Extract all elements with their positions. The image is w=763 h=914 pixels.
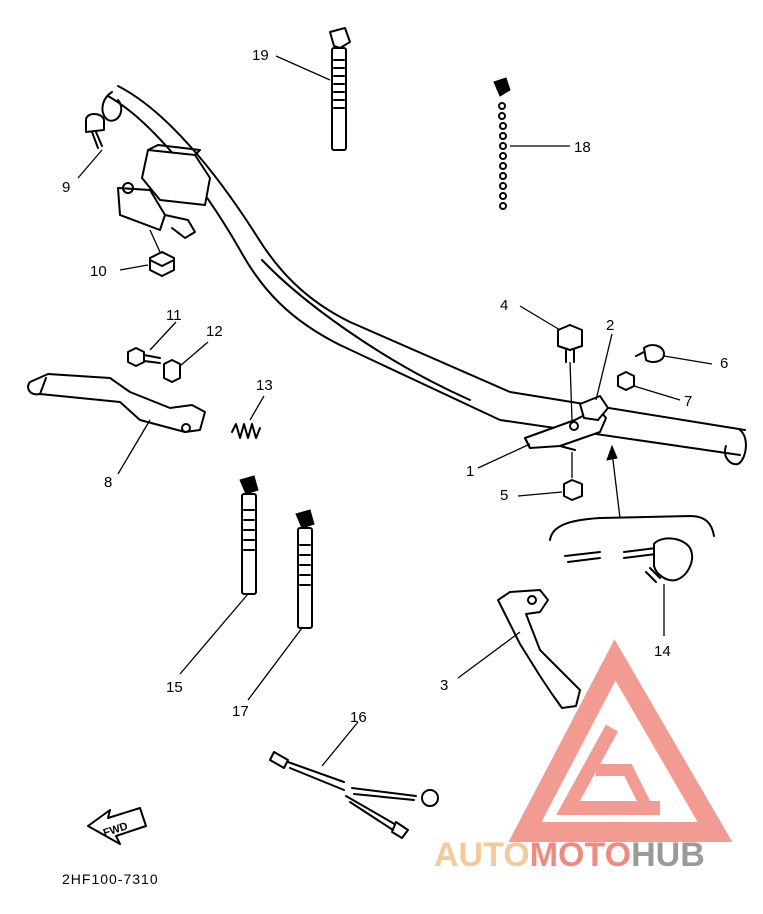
callout-3: 3 — [440, 677, 448, 694]
watermark-brand-moto: MOTO — [530, 836, 631, 874]
callout-2: 2 — [606, 317, 614, 334]
watermark-triangle-inner — [556, 724, 660, 815]
callout-19: 19 — [252, 47, 269, 64]
watermark-brand-hub: HUB — [631, 836, 705, 874]
part-6-bolt — [635, 344, 713, 365]
callout-12: 12 — [206, 323, 223, 340]
handlebar — [101, 85, 747, 466]
callout-7: 7 — [684, 393, 692, 410]
part-7-nut — [617, 371, 681, 401]
part-14-clutch-switch — [564, 537, 694, 636]
document-code: 2HF100-7310 — [62, 871, 159, 887]
part-18-chain-band — [493, 77, 570, 210]
callout-13: 13 — [256, 377, 273, 394]
callout-16: 16 — [350, 709, 367, 726]
callout-10: 10 — [90, 263, 107, 280]
lever-holder-assembly — [524, 395, 609, 451]
callout-9: 9 — [62, 179, 70, 196]
callout-1: 1 — [466, 463, 474, 480]
part-9-bolt — [77, 113, 105, 179]
callout-11: 11 — [166, 307, 182, 324]
callout-18: 18 — [574, 139, 591, 156]
part-8-clutch-lever — [27, 373, 206, 475]
part-13-spring — [231, 395, 265, 439]
part-15-cable-tie — [179, 475, 259, 675]
part-12-nut — [163, 341, 209, 383]
watermark-brand: AUTOMOTOHUB — [434, 836, 705, 874]
watermark-logo — [508, 639, 733, 842]
watermark-triangle-outer — [508, 639, 733, 842]
part-16-wire-lead — [269, 721, 439, 839]
watermark-triangle-hook — [596, 764, 652, 809]
handlebar-clamp-assembly — [117, 144, 211, 239]
callout-5: 5 — [500, 487, 508, 504]
part-5-nut — [517, 452, 583, 501]
callout-labels: 1 2 3 4 5 6 7 8 9 10 11 12 13 14 15 16 1… — [62, 47, 728, 726]
fwd-arrow: FWD — [87, 807, 147, 845]
part-11-bolt — [127, 321, 177, 367]
callout-4: 4 — [500, 297, 508, 314]
part-1-leader — [477, 443, 531, 469]
part-4-bolt — [519, 305, 583, 421]
detail-box — [549, 515, 715, 541]
part-10-nut — [119, 229, 175, 277]
callout-14: 14 — [654, 643, 671, 660]
part-17-cable-tie — [247, 509, 315, 701]
part-2-leader — [595, 333, 613, 401]
part-3-lever — [457, 589, 581, 709]
callout-8: 8 — [104, 474, 112, 491]
watermark-brand-auto: AUTO — [434, 836, 530, 874]
callout-15: 15 — [166, 679, 183, 696]
part-19-cable-tie — [275, 27, 351, 151]
callout-17: 17 — [232, 703, 249, 720]
callout-6: 6 — [720, 355, 728, 372]
detail-arrow — [606, 444, 621, 519]
